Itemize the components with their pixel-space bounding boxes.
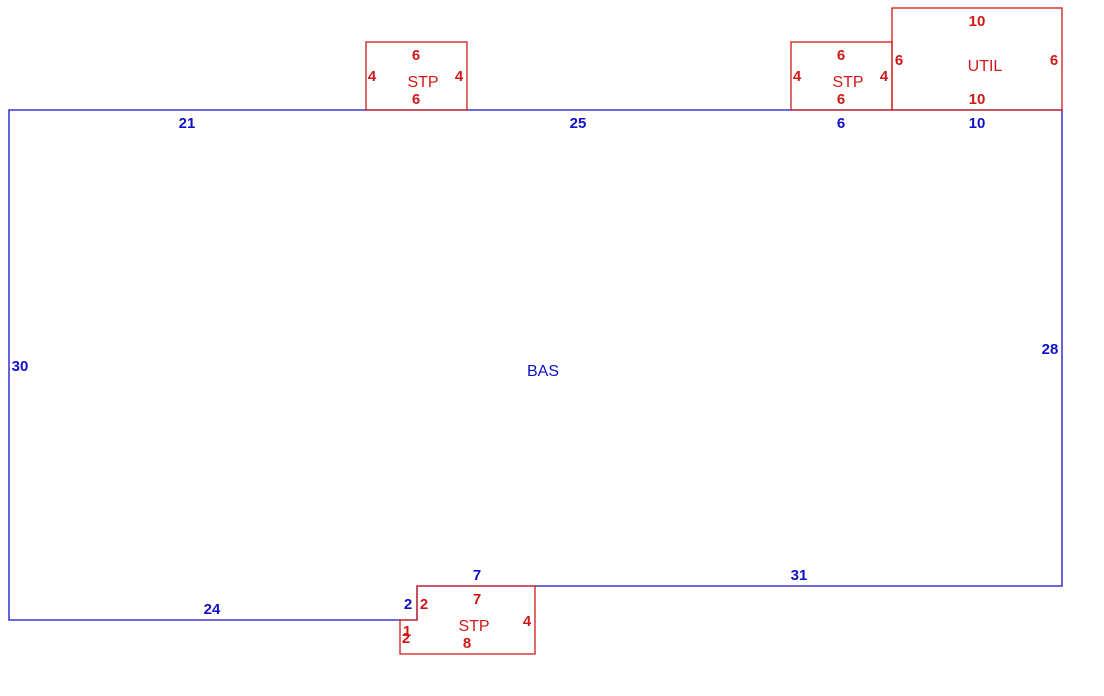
base-dim-top-right-b: 10 [969,115,986,132]
base-dim-right: 28 [1042,341,1059,358]
utility-dim-right: 6 [1050,52,1058,69]
base-dim-left: 30 [12,358,29,375]
stoop-bottom-dim-bottom: 8 [463,635,471,652]
stoop-right-dim-top: 6 [837,47,845,64]
stoop-right-dim-bottom: 6 [837,91,845,108]
stoop-left-dim-right: 4 [455,68,464,85]
stoop-left-dim-bottom: 6 [412,91,420,108]
base-dim-bottom-right: 31 [791,567,808,584]
stoop-bottom-dim-left-mid: 1 [403,623,411,640]
stoop-right-dim-right: 4 [880,68,889,85]
stoop-bottom-outline [399,585,536,655]
stoop-right-dim-left: 4 [793,68,802,85]
base-dim-top-mid: 25 [570,115,587,132]
stoop-left-outline [365,41,468,111]
base-dim-bottom-left: 24 [204,601,221,618]
base-dim-top-right-a: 6 [837,115,845,132]
base-dim-step-top: 7 [473,567,481,584]
stoop-bottom-label: STP [458,618,489,635]
stoop-left-label: STP [407,74,438,91]
base-area-label: BAS [527,363,559,380]
utility-label: UTIL [968,58,1003,75]
stoop-bottom-dim-left-upper: 2 [420,596,428,613]
utility-dim-left: 6 [895,52,903,69]
stoop-bottom-dim-top: 7 [473,591,481,608]
stoop-left-dim-left: 4 [368,68,377,85]
utility-outline [891,7,1063,111]
base-dim-step-side: 2 [404,596,412,613]
utility-dim-top: 10 [969,13,986,30]
stoop-right-label: STP [832,74,863,91]
stoop-left-dim-top: 6 [412,47,420,64]
utility-dim-bottom: 10 [969,91,986,108]
stoop-bottom-dim-right: 4 [523,613,532,630]
stoop-bottom-dim-left-lower: 2 [402,630,410,647]
base-dim-top-left: 21 [179,115,196,132]
